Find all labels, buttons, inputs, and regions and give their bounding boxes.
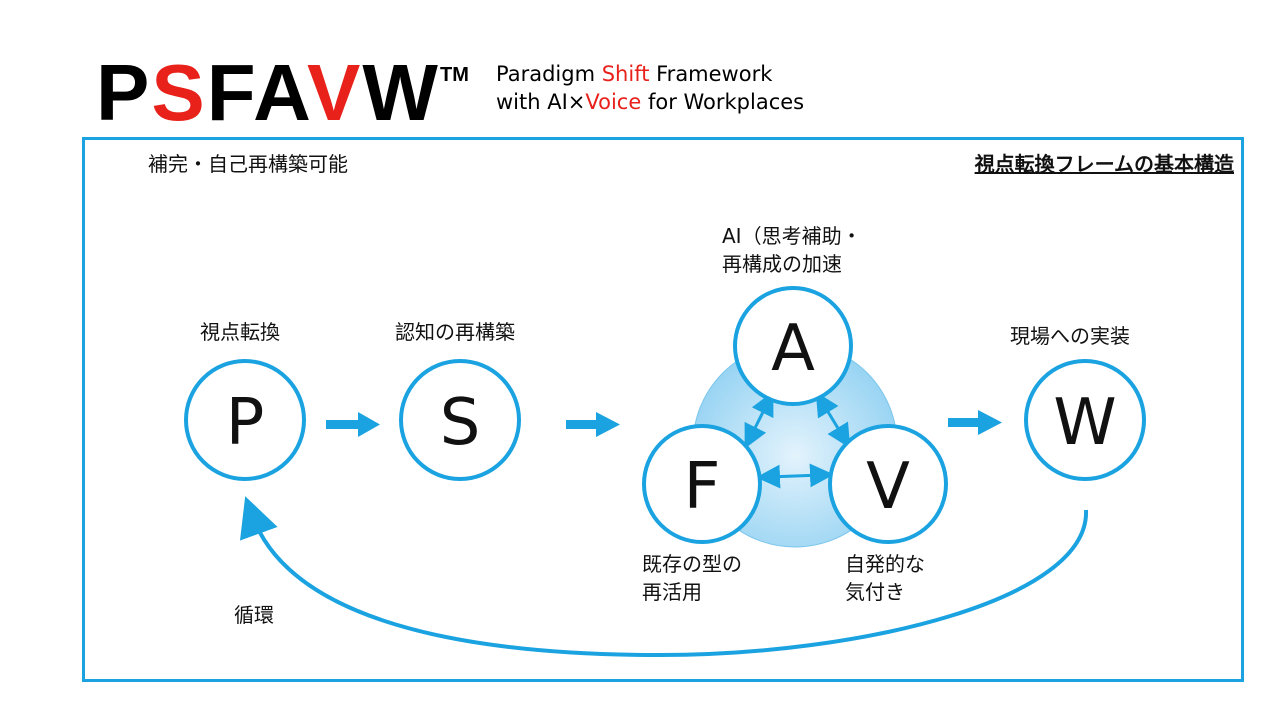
note-top-left: 補完・自己再構築可能 [148, 152, 348, 176]
svg-text:F: F [684, 450, 721, 524]
node-a: A [733, 286, 853, 406]
diagram-heading: 視点転換フレームの基本構造 [974, 152, 1234, 176]
svg-text:S: S [440, 386, 481, 460]
svg-text:A: A [771, 312, 815, 386]
label-v-line2: 気付き [845, 580, 905, 604]
node-p: P [184, 359, 306, 481]
label-f-line1: 既存の型の [642, 552, 742, 576]
arrow-p-to-s [326, 412, 380, 437]
label-w: 現場への実装 [1010, 324, 1130, 348]
label-a-line2: 再構成の加速 [722, 252, 842, 276]
label-f-line2: 再活用 [642, 580, 702, 604]
node-s: S [399, 359, 521, 481]
label-s: 認知の再構築 [395, 320, 515, 344]
node-v: V [828, 424, 948, 544]
node-w: W [1024, 359, 1146, 481]
svg-text:V: V [866, 450, 910, 524]
loop-label: 循環 [234, 603, 274, 627]
label-v-line1: 自発的な [845, 552, 925, 576]
arrow-s-to-afv [566, 412, 620, 437]
loop-arrow [240, 496, 1089, 658]
arrow-afv-to-w [948, 410, 1002, 435]
arrow-f-v [756, 463, 834, 489]
tagline: Paradigm Shift Framework with AI×Voice f… [496, 62, 805, 114]
arrow-a-v [815, 391, 851, 449]
svg-text:W: W [1053, 386, 1116, 460]
trademark: TM [440, 64, 469, 86]
label-p: 視点転換 [200, 320, 280, 344]
arrow-a-f [744, 391, 774, 449]
logo: PSFAVW [96, 48, 440, 137]
label-a-line1: AI（思考補助・ [722, 224, 862, 248]
node-f: F [642, 424, 762, 544]
diagram-frame [82, 137, 1244, 682]
svg-text:P: P [226, 386, 265, 460]
